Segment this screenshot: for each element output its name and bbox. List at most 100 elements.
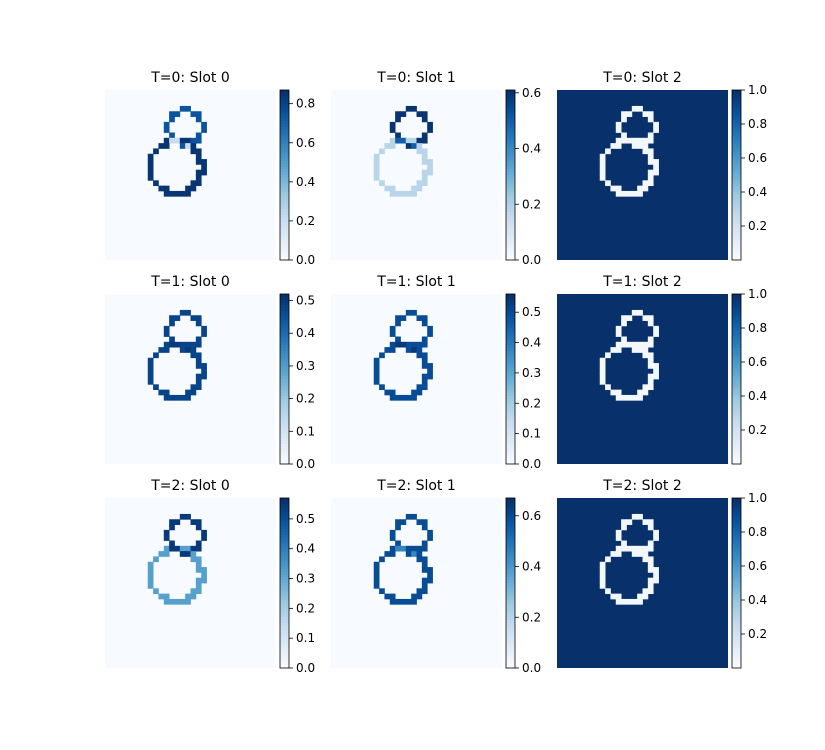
colorbar-segment: [732, 347, 741, 352]
subplot-title: T=2: Slot 0: [150, 478, 230, 494]
colorbar-segment: [280, 625, 289, 629]
colorbar-tick-label: 0.2: [296, 214, 315, 228]
colorbar-segment: [732, 245, 741, 250]
heatmap-cell: [653, 164, 659, 171]
heatmap-cell: [185, 341, 191, 348]
colorbar-segment: [280, 254, 289, 258]
colorbar-segment: [732, 251, 741, 255]
heatmap-cell: [599, 567, 606, 573]
heatmap-cell: [179, 105, 186, 112]
colorbar-segment: [732, 381, 741, 386]
heatmap-cell: [653, 127, 659, 133]
colorbar-segment: [280, 421, 289, 425]
heatmap-cell: [411, 545, 417, 552]
colorbar-segment: [280, 430, 289, 434]
colorbar-segment: [280, 401, 289, 405]
heatmap-cell: [642, 347, 649, 353]
colorbar-segment: [732, 194, 741, 199]
colorbar-segment: [280, 608, 289, 612]
colorbar-segment: [732, 240, 741, 244]
heatmap-cell: [185, 598, 191, 605]
colorbar-segment: [506, 345, 515, 349]
colorbar-segment: [280, 455, 289, 459]
colorbar-segment: [280, 223, 289, 227]
heatmap-cell: [405, 341, 412, 348]
heatmap-cell: [379, 180, 385, 187]
colorbar-segment: [732, 158, 741, 162]
colorbar-segment: [506, 294, 515, 298]
heatmap-cell: [384, 551, 391, 557]
heatmap-cell: [421, 588, 428, 595]
heatmap-cell: [605, 180, 611, 187]
colorbar-tick-label: 0.0: [296, 253, 315, 267]
heatmap-cell: [610, 185, 617, 192]
heatmap-cell: [621, 598, 627, 605]
colorbar-segment: [506, 625, 515, 629]
colorbar-segment: [732, 631, 741, 635]
colorbar-segment: [280, 169, 289, 173]
heatmap-cell: [421, 159, 428, 165]
heatmap-cell: [195, 524, 202, 531]
colorbar-segment: [280, 540, 289, 544]
colorbar-segment: [506, 177, 515, 182]
colorbar-segment: [280, 432, 289, 437]
heatmap-cell: [626, 315, 633, 321]
heatmap-cell: [384, 389, 391, 396]
heatmap-cell: [195, 111, 202, 117]
colorbar-segment: [506, 432, 515, 437]
subplot-title: T=2: Slot 2: [602, 478, 682, 494]
heatmap-cell: [195, 159, 202, 165]
heatmap-cell: [411, 394, 417, 401]
colorbar-segment: [506, 447, 515, 451]
colorbar-segment: [506, 231, 515, 235]
colorbar-segment: [280, 449, 289, 454]
colorbar-segment: [732, 146, 741, 150]
heatmap-cell: [599, 164, 606, 171]
colorbar-segment: [506, 617, 515, 621]
colorbar-segment: [732, 625, 741, 629]
colorbar-segment: [280, 520, 289, 524]
colorbar-segment: [732, 653, 741, 658]
colorbar-segment: [732, 532, 741, 536]
colorbar-segment: [506, 424, 515, 428]
heatmap-cell: [642, 545, 649, 552]
colorbar-segment: [506, 498, 515, 502]
colorbar-segment: [506, 124, 515, 128]
colorbar-segment: [732, 526, 741, 530]
colorbar-segment: [506, 336, 515, 340]
colorbar-segment: [280, 373, 289, 377]
colorbar: 0.00.20.40.60.8: [279, 89, 315, 267]
heatmap-cell: [427, 572, 433, 579]
colorbar-segment: [506, 107, 515, 111]
colorbar-segment: [732, 461, 741, 465]
heatmap-cell: [147, 169, 154, 176]
colorbar-segment: [506, 500, 515, 505]
heatmap-cell: [416, 185, 423, 192]
heatmap-cell: [647, 588, 654, 595]
colorbar-segment: [280, 175, 289, 179]
heatmap-cell: [621, 394, 627, 401]
colorbar-segment: [732, 217, 741, 221]
heatmap-cell: [185, 309, 191, 316]
heatmap-cell: [615, 394, 622, 401]
heatmap-cell: [421, 320, 428, 327]
colorbar-frame: [505, 293, 516, 465]
colorbar-segment: [280, 659, 289, 663]
heatmap-cell: [169, 545, 175, 552]
colorbar-segment: [506, 92, 515, 97]
colorbar-tick-label: 0.1: [296, 424, 315, 438]
heatmap-cell: [631, 143, 638, 149]
colorbar-segment: [506, 129, 515, 133]
heatmap-cell: [163, 121, 170, 128]
heatmap-cell: [411, 513, 417, 520]
colorbar-segment: [732, 447, 741, 451]
heatmap-cell: [421, 169, 428, 176]
colorbar-segment: [506, 149, 515, 153]
heatmap: [331, 294, 502, 464]
heatmap-cell: [379, 148, 385, 155]
colorbar-tick-label: 0.5: [296, 512, 315, 526]
heatmap-cell: [421, 540, 428, 547]
subplot-title: T=1: Slot 0: [150, 274, 230, 290]
colorbar-tick-label: 0.6: [748, 355, 767, 369]
heatmap-cell: [615, 341, 622, 348]
